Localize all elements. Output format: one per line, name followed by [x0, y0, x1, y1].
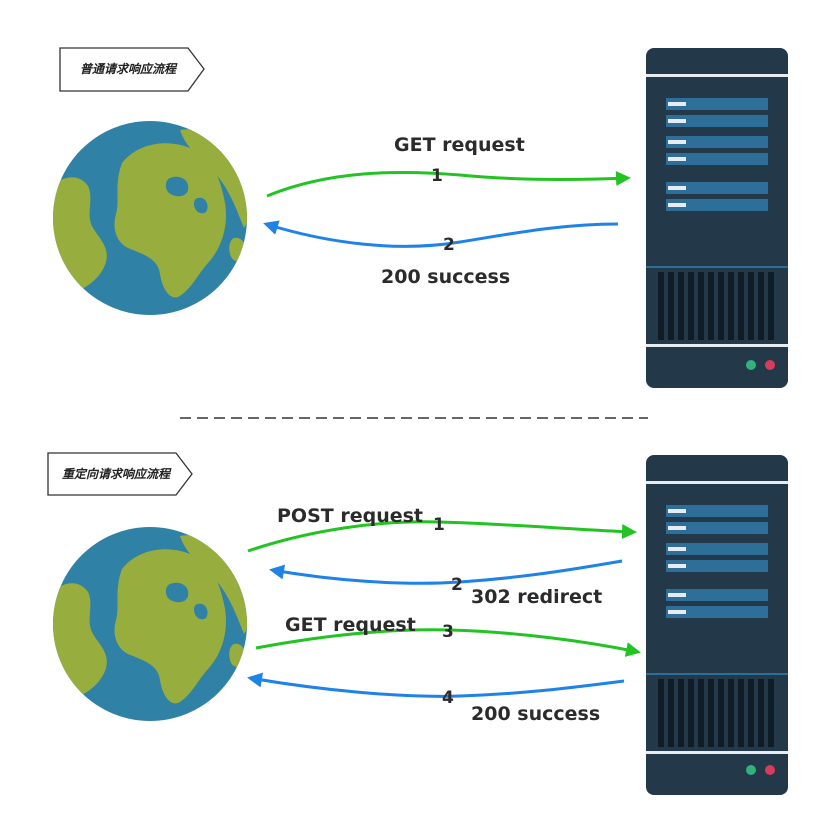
- top-response-arrow: [263, 220, 619, 248]
- top-step1-num: 1: [431, 166, 443, 186]
- top-request-arrow: [266, 170, 631, 198]
- client-globe-icon: [50, 527, 252, 721]
- client-globe-icon: [50, 121, 252, 315]
- bottom-step4-num: 4: [442, 688, 454, 708]
- server-led-red: [765, 765, 775, 775]
- bottom-step4-label: 200 success: [471, 703, 600, 725]
- bottom-step3-label: GET request: [285, 614, 416, 636]
- bottom-tag: 重定向请求响应流程: [47, 452, 193, 496]
- bottom-get-arrow: [255, 628, 641, 657]
- top-step2-num: 2: [443, 235, 455, 255]
- server-led-green: [746, 765, 756, 775]
- server-led-red: [765, 360, 775, 370]
- bottom-step2-label: 302 redirect: [471, 586, 602, 608]
- server-icon: [646, 48, 788, 388]
- bottom-success-arrow: [247, 672, 625, 698]
- top-tag-text: 普通请求响应流程: [80, 62, 178, 76]
- bottom-post-arrow: [247, 520, 637, 553]
- bottom-tag-text: 重定向请求响应流程: [62, 467, 172, 481]
- bottom-step2-num: 2: [451, 575, 463, 595]
- server-icon: [646, 455, 788, 795]
- server-led-green: [746, 360, 756, 370]
- top-step2-label: 200 success: [381, 266, 510, 288]
- bottom-step1-label: POST request: [277, 505, 423, 527]
- bottom-section: 重定向请求响应流程 POST request 1 2 302 redirect …: [47, 452, 788, 795]
- top-section: 普通请求响应流程 GET request 1 2 200 success: [50, 47, 788, 388]
- bottom-redirect-arrow: [269, 559, 623, 585]
- bottom-step1-num: 1: [433, 515, 445, 535]
- top-step1-label: GET request: [394, 134, 525, 156]
- bottom-step3-num: 3: [442, 622, 454, 642]
- top-tag: 普通请求响应流程: [59, 47, 205, 92]
